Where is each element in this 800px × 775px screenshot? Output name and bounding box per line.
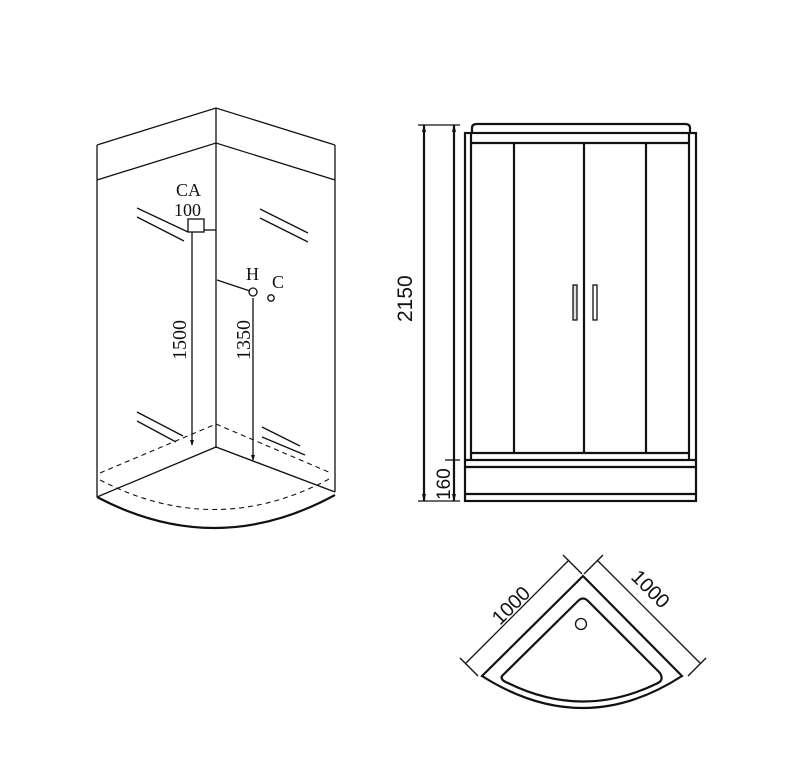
hot-label: H (246, 264, 259, 284)
top-view: 1000 1000 (459, 554, 707, 709)
right-door-handle (592, 284, 598, 321)
roof-cap (470, 122, 692, 133)
tray-dashed-front (99, 477, 332, 511)
tray-inner-basin (500, 597, 663, 703)
hot-outlet (248, 287, 258, 297)
drain-hole (574, 617, 588, 631)
glass-reflection-marks (136, 207, 309, 456)
ca-label: CA (176, 180, 201, 200)
tray-outer-outline (480, 574, 684, 709)
ca-height-dimension: 1500 (169, 320, 191, 360)
hot-leader-line (216, 279, 251, 292)
total-height-dimension: 2150 (394, 275, 417, 322)
cabin-outer-frame (463, 131, 698, 503)
ca-outlet-box (187, 218, 205, 233)
right-side-dimension-line (596, 559, 701, 664)
cold-label: C (272, 272, 284, 292)
ca-value: 100 (174, 200, 201, 220)
right-side-dimension: 1000 (626, 566, 673, 613)
left-side-dimension-line (465, 559, 570, 664)
left-side-dimension: 1000 (488, 583, 535, 630)
mixer-height-dimension: 1350 (233, 320, 255, 360)
left-door-handle (572, 284, 578, 321)
front-view: 2150 160 (394, 122, 698, 503)
tray-front-curve (96, 494, 336, 530)
cold-outlet (267, 294, 275, 302)
isometric-view: CA 100 1500 H C 1350 (96, 107, 336, 530)
tray-height-dimension: 160 (434, 468, 455, 500)
tray-top-edges (96, 446, 336, 498)
tray-dashed-back (99, 423, 332, 474)
